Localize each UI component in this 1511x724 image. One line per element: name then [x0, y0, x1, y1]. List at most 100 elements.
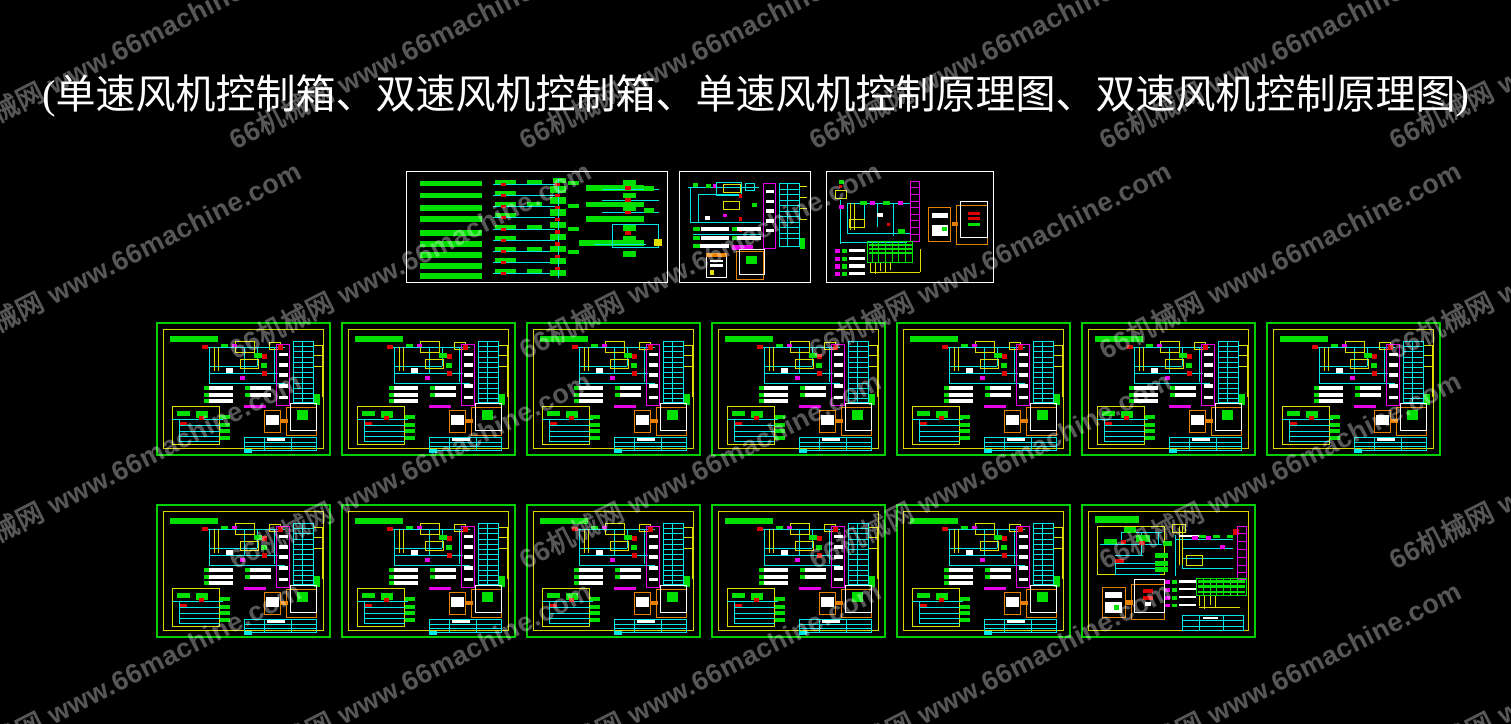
title-block-col: [291, 619, 293, 634]
tail-text: [568, 227, 579, 232]
symbol: [841, 264, 847, 269]
circuit-line: [363, 623, 405, 624]
drawing-tile-fan-control-schematic-10[interactable]: [526, 504, 701, 638]
text-line: [805, 568, 826, 573]
terminal-strip-magenta: [910, 180, 920, 243]
terminal-row: [663, 574, 684, 576]
terminal-block-cyan: [663, 340, 684, 404]
circuit-line: [394, 382, 470, 384]
terminal-row: [293, 377, 314, 379]
circuit-line: [644, 529, 646, 565]
title-bar: [909, 335, 958, 343]
drawing-tile-fan-control-schematic-02[interactable]: [341, 322, 516, 456]
callout-box: [980, 359, 999, 370]
node-marker: [277, 343, 283, 350]
terminal: [1019, 383, 1028, 388]
drawing-tile-fan-control-schematic-03[interactable]: [526, 322, 701, 456]
circuit-line: [733, 418, 735, 443]
terminal-row: [1033, 574, 1054, 576]
node-marker: [387, 344, 393, 349]
text-line: [805, 386, 826, 391]
circuit-line: [733, 607, 775, 609]
symbol: [240, 376, 246, 380]
connector: [651, 600, 658, 605]
wire: [322, 526, 324, 579]
cabinet-isometric-face: [289, 403, 318, 431]
terminal-row: [848, 538, 869, 540]
terminal-row: [663, 564, 684, 566]
terminal: [765, 219, 774, 223]
title-block-row: [1168, 446, 1243, 448]
node-marker: [754, 416, 760, 421]
circuit-line: [1158, 532, 1160, 545]
title-block-text: [1007, 438, 1025, 441]
terminal-row: [293, 559, 314, 561]
node-marker: [1115, 559, 1125, 564]
symbol: [800, 392, 806, 397]
drawing-tile-fan-control-schematic-04[interactable]: [711, 322, 886, 456]
circuit-line: [1103, 441, 1145, 442]
text-line: [1319, 386, 1344, 391]
node-marker: [500, 272, 506, 276]
wire: [1423, 355, 1434, 357]
drawing-tile-fan-control-schematic-07[interactable]: [1266, 322, 1441, 456]
circuit-line: [726, 600, 778, 602]
circuit-line: [918, 612, 960, 614]
wire: [1204, 595, 1206, 609]
node-marker: [365, 421, 373, 426]
text-line: [620, 392, 641, 397]
title-block-col: [1216, 437, 1218, 452]
circuit-line: [733, 441, 775, 442]
terminal-row: [663, 538, 684, 540]
drawing-tile-fan-control-wiring-diagram-13[interactable]: [1081, 504, 1256, 638]
drawing-tile-single-speed-fan-control-box-sheet[interactable]: [679, 171, 811, 283]
symbol: [774, 604, 785, 609]
wire: [868, 547, 879, 549]
busbar: [1353, 404, 1376, 409]
title-block-row: [983, 628, 1058, 630]
text-line: [435, 568, 456, 573]
drawing-tile-fan-control-schematic-09[interactable]: [341, 504, 516, 638]
legend-label: [361, 411, 376, 417]
symbol: [219, 435, 230, 440]
wire: [1199, 607, 1241, 609]
title-block: [1168, 437, 1243, 452]
item-text: [495, 246, 517, 252]
legend-label: [1101, 411, 1116, 417]
circuit-line: [918, 623, 960, 624]
drawing-tile-fan-control-schematic-01[interactable]: [156, 322, 331, 456]
symbol: [406, 525, 414, 530]
cabinet-isometric-face: [844, 403, 873, 431]
cabinet-elevation: [819, 409, 837, 434]
circuit-line: [579, 529, 581, 566]
callout-box: [789, 340, 811, 353]
circuit-line: [690, 221, 761, 223]
terminal-row: [663, 377, 684, 379]
legend-label: [916, 411, 931, 417]
symbol: [1129, 386, 1135, 391]
drawing-tile-fan-control-schematic-11[interactable]: [711, 504, 886, 638]
symbol: [404, 422, 415, 427]
drawing-tile-fan-control-schematic-08[interactable]: [156, 504, 331, 638]
fan-symbol: [481, 591, 494, 603]
terminal: [1019, 565, 1028, 570]
callout-box: [835, 189, 847, 200]
wire: [683, 365, 694, 367]
legend-label: [935, 411, 948, 418]
drawing-tile-fan-control-schematic-05[interactable]: [896, 322, 1071, 456]
drawing-tile-dual-speed-fan-control-box-sheet[interactable]: [826, 171, 994, 283]
title-block-cell: [798, 630, 808, 635]
symbol: [1144, 435, 1155, 440]
circuit-line: [733, 600, 735, 625]
text-line: [579, 386, 604, 391]
wire: [683, 355, 694, 357]
legend-label: [916, 593, 931, 599]
symbol: [622, 251, 636, 257]
drawing-tile-materials-schedule-sheet[interactable]: [406, 171, 668, 283]
title-block: [983, 437, 1058, 452]
callout-box: [1185, 555, 1203, 566]
node-marker: [384, 416, 390, 421]
drawing-tile-fan-control-schematic-06[interactable]: [1081, 322, 1256, 456]
legend-label: [380, 411, 393, 418]
drawing-tile-fan-control-schematic-12[interactable]: [896, 504, 1071, 638]
